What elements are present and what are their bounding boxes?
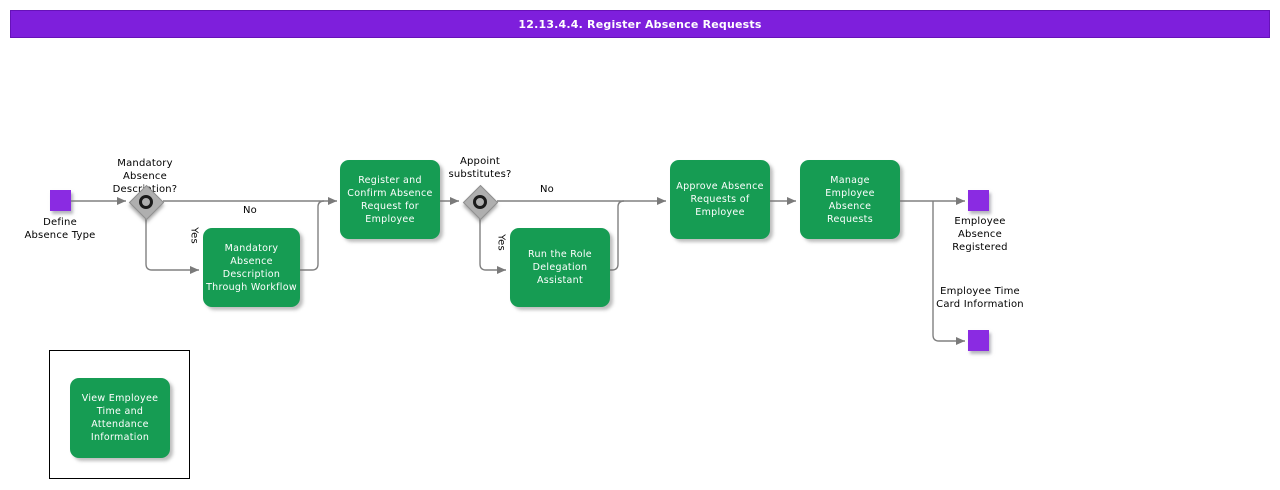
task-label: View Employee Time and Attendance Inform… — [81, 393, 159, 443]
end-event-absence-registered-label: Employee Absence Registered — [952, 216, 1008, 253]
task-label: Mandatory Absence Description Through Wo… — [206, 242, 297, 293]
gateway1-yes-label: Yes — [188, 227, 200, 244]
gateway2-no-label: No — [540, 184, 554, 195]
diagram-title: 12.13.4.4. Register Absence Requests — [518, 17, 762, 31]
task-label: Manage Employee Absence Requests — [825, 174, 875, 225]
diagram-title-bar: 12.13.4.4. Register Absence Requests — [10, 10, 1270, 38]
task-label: Register and Confirm Absence Request for… — [347, 174, 433, 225]
gateway2-yes-label: Yes — [495, 234, 507, 251]
task-label: Run the Role Delegation Assistant — [528, 249, 592, 286]
gateway-appoint-substitutes — [462, 184, 499, 221]
task-manage-employee-absence-requests[interactable]: Manage Employee Absence Requests — [800, 160, 900, 239]
gateway-mandatory-absence-description — [128, 184, 165, 221]
end-event-employee-absence-registered[interactable] — [968, 190, 989, 211]
inclusive-gateway-circle-icon — [473, 195, 487, 209]
task-register-and-confirm-absence-request[interactable]: Register and Confirm Absence Request for… — [340, 160, 440, 239]
gateway2-question-label: Appoint substitutes? — [448, 156, 512, 180]
start-event-label: Define Absence Type — [24, 217, 96, 241]
start-event-define-absence-type[interactable] — [50, 190, 71, 211]
task-run-role-delegation-assistant[interactable]: Run the Role Delegation Assistant — [510, 228, 610, 307]
task-approve-absence-requests[interactable]: Approve Absence Requests of Employee — [670, 160, 770, 239]
gateway1-no-label: No — [243, 205, 257, 216]
inclusive-gateway-circle-icon — [139, 195, 153, 209]
task-label: Approve Absence Requests of Employee — [676, 181, 764, 218]
end-event-time-card-label: Employee Time Card Information — [936, 286, 1024, 310]
task-mandatory-absence-description-through-workflow[interactable]: Mandatory Absence Description Through Wo… — [203, 228, 300, 307]
task-view-employee-time-attendance[interactable]: View Employee Time and Attendance Inform… — [70, 378, 170, 458]
end-event-employee-time-card-information[interactable] — [968, 330, 989, 351]
